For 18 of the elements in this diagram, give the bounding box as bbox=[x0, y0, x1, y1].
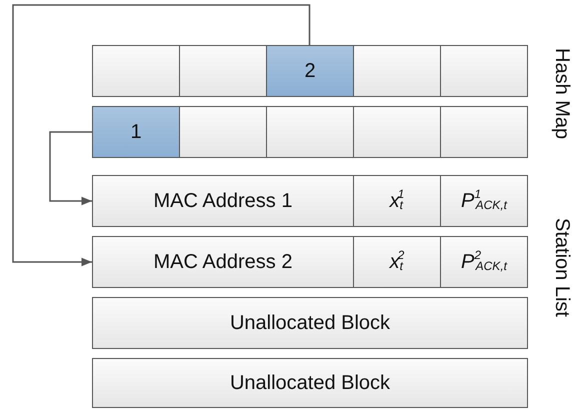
station-entry: Unallocated Block bbox=[92, 297, 528, 349]
hash-map-cell bbox=[353, 45, 441, 97]
station-entry: Unallocated Block bbox=[92, 358, 528, 408]
slot-index: 2 bbox=[266, 45, 354, 97]
hash-map-cell bbox=[440, 106, 528, 158]
arrow bbox=[12, 4, 310, 266]
hash-map-cell bbox=[353, 106, 441, 158]
slot-index: 1 bbox=[92, 106, 180, 158]
station-entry: MAC Address 2 bbox=[92, 236, 354, 288]
station-entry: MAC Address 1 bbox=[92, 175, 354, 227]
hash-map-cell bbox=[440, 45, 528, 97]
hash-map-cell bbox=[92, 45, 180, 97]
hash-map-cell bbox=[179, 106, 267, 158]
arrow bbox=[49, 131, 92, 206]
side-label: Station List bbox=[550, 218, 573, 317]
hash-map-cell bbox=[266, 106, 354, 158]
hash-map-cell bbox=[179, 45, 267, 97]
side-label: Hash Map bbox=[550, 48, 573, 140]
